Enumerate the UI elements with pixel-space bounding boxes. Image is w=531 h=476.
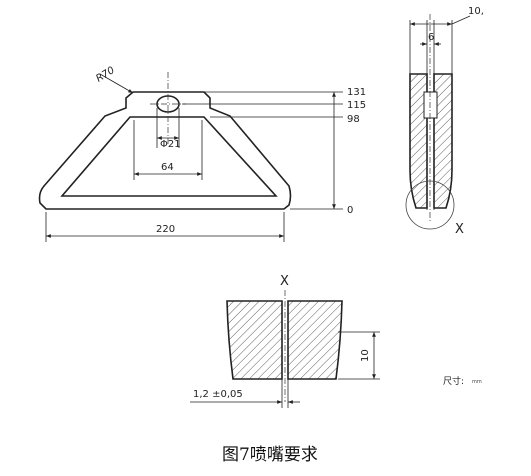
height-label-115: 115 [347, 100, 366, 111]
height-label-131: 131 [347, 87, 366, 98]
detail-view-marker: X [280, 274, 289, 289]
side-detail-marker: X [455, 222, 464, 237]
outer-width-label: 10, [468, 6, 484, 17]
detail-body-right [287, 300, 343, 380]
detail-circle [405, 180, 455, 230]
height-label-0: 0 [347, 205, 353, 216]
side-body-right [433, 73, 453, 209]
base-width-label: 220 [156, 224, 175, 235]
hole-diameter-label: Φ21 [160, 139, 181, 150]
gap-label: 1,2 ±0,05 [193, 389, 243, 400]
side-body-left [409, 73, 428, 209]
figure-caption: 图7喷嘴要求 [222, 445, 318, 465]
units-value: mm [472, 379, 482, 385]
radius-leader [99, 73, 134, 94]
inner-width-label: 64 [161, 162, 174, 173]
side-hole [423, 91, 438, 119]
nozzle-outline [38, 91, 292, 210]
side-view: 10, 6 X [405, 6, 484, 237]
outer-width-leader [451, 15, 471, 25]
detail-height-label: 10 [360, 349, 371, 362]
detail-view: X 10 1,2 ±0,05 尺寸: mm [190, 274, 482, 408]
slot-width-label: 6 [428, 32, 434, 43]
units-label: 尺寸: [443, 375, 464, 387]
front-view: R70 131 115 98 0 Φ21 64 220 [38, 65, 366, 242]
detail-body-left [226, 300, 283, 380]
height-label-98: 98 [347, 114, 360, 125]
